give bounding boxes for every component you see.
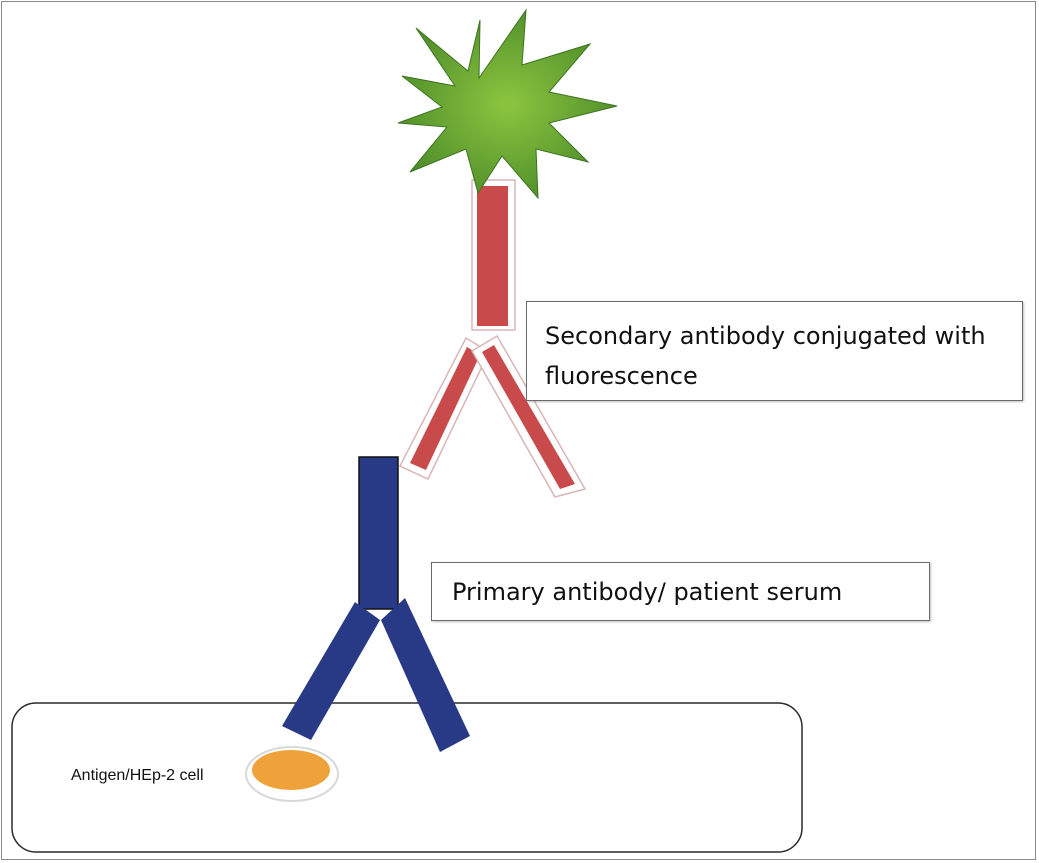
secondary-antibody-label: Secondary antibody conjugated with fluor… <box>526 301 1023 401</box>
antigen-icon <box>245 746 339 802</box>
primary-antibody-label: Primary antibody/ patient serum <box>431 562 930 621</box>
fluorophore-icon <box>397 8 618 200</box>
secondary-antibody-icon <box>398 179 587 498</box>
primary-antibody-label-text: Primary antibody/ patient serum <box>452 578 843 606</box>
primary-antibody-icon <box>282 456 470 752</box>
secondary-antibody-label-text: Secondary antibody conjugated with fluor… <box>545 322 986 390</box>
hep2-cell <box>11 702 803 853</box>
antigen-cell-label: Antigen/HEp-2 cell <box>71 767 204 784</box>
